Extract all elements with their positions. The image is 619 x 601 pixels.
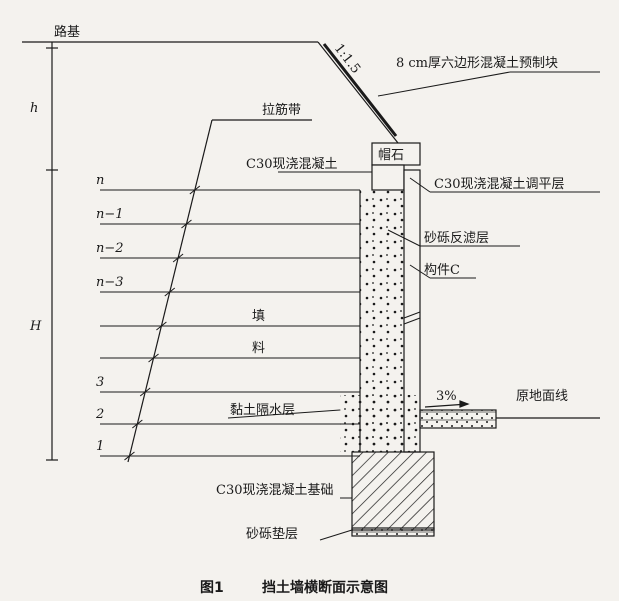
layer-number-label: n	[96, 173, 104, 188]
cap-stone-label: 帽石	[378, 147, 404, 163]
drain-pipe	[419, 409, 497, 429]
strap-tick	[172, 253, 184, 263]
figure-number: 图1	[200, 580, 224, 596]
fill-label-2: 料	[252, 341, 265, 356]
hex-block-layer	[322, 43, 398, 137]
roadbed-label: 路基	[54, 24, 80, 40]
layer-number-label: n−3	[96, 275, 124, 290]
strap-tick	[124, 451, 135, 461]
cushion-label: 砂砾垫层	[246, 526, 298, 542]
layer-number-label: 2	[95, 407, 104, 422]
strap-tick	[148, 353, 159, 363]
leveling-layer-label: C30现浇混凝土调平层	[434, 176, 565, 192]
clay-layer-label: 黏土隔水层	[230, 402, 295, 418]
layer-labels: n n−1 n−2 n−3 3 2 1	[95, 173, 124, 454]
figure-title: 挡土墙横断面示意图	[262, 579, 388, 596]
layer-number-label: n−1	[96, 207, 124, 222]
sand-gravel-cushion	[351, 527, 435, 537]
layer-number-label: 1	[96, 439, 104, 454]
filter-layer-label: 砂砾反滤层	[424, 231, 489, 246]
strap-tick	[132, 419, 143, 429]
strap-diagonal	[127, 119, 213, 463]
strap-tick	[156, 321, 167, 331]
layer-lines	[100, 185, 360, 461]
fill-label-1: 填	[252, 309, 265, 324]
slope-percent-label: 3%	[436, 389, 457, 404]
ground-line-label: 原地面线	[516, 389, 568, 404]
embankment-slope	[317, 41, 399, 144]
layer-number-label: n−2	[96, 241, 124, 256]
foundation-label: C30现浇混凝土基础	[216, 482, 334, 498]
dimension-H-label: H	[29, 319, 42, 334]
layer-number-label: 3	[96, 375, 104, 390]
strap-tick	[189, 185, 201, 195]
strap-tick	[164, 287, 176, 297]
c30-cast-block	[371, 164, 405, 191]
c30-foundation	[351, 451, 435, 531]
c30-cast-label: C30现浇混凝土	[246, 156, 338, 172]
strap-label: 拉筋带	[262, 102, 301, 118]
strap-tick	[139, 387, 151, 397]
component-c-label: 构件C	[424, 263, 460, 278]
strap-tick	[181, 219, 192, 229]
hex-block-label: 8 cm厚六边形混凝土预制块	[396, 55, 558, 71]
dimension-h-label: h	[30, 101, 38, 116]
